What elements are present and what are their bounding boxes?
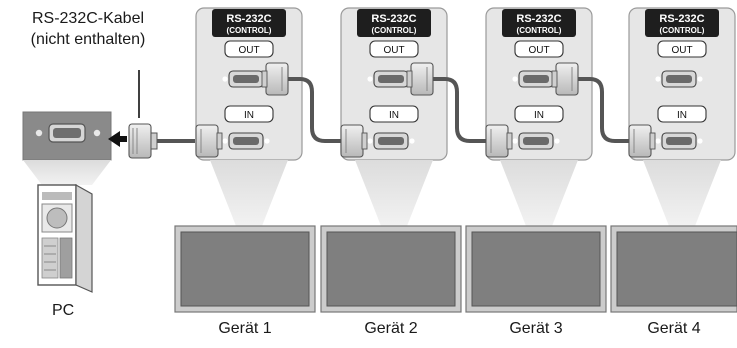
out-label: OUT <box>238 45 259 56</box>
monitor-3 <box>465 225 607 313</box>
device-label-3: Gerät 3 <box>509 320 563 337</box>
port-subtitle: (CONTROL) <box>660 26 705 35</box>
out-port <box>367 70 415 88</box>
in-plug-2 <box>340 124 368 158</box>
device-label-2: Gerät 2 <box>364 320 418 337</box>
beam-2 <box>355 160 433 226</box>
in-plug-4 <box>628 124 656 158</box>
out-label: OUT <box>671 45 692 56</box>
beam-1 <box>210 160 288 226</box>
port-subtitle: (CONTROL) <box>517 26 562 35</box>
out-label: OUT <box>528 45 549 56</box>
in-port <box>367 132 415 150</box>
pc-beam <box>23 160 111 185</box>
out-plug-2 <box>406 62 434 96</box>
in-label: IN <box>244 110 254 121</box>
in-label: IN <box>389 110 399 121</box>
port-panel-3: RS-232C (CONTROL) OUT IN <box>485 7 593 161</box>
arrow-left-icon <box>108 131 127 147</box>
in-plug-1 <box>195 124 223 158</box>
monitor-2 <box>320 225 462 313</box>
port-title: RS-232C <box>516 13 561 25</box>
monitor-4 <box>610 225 737 313</box>
port-title: RS-232C <box>226 13 271 25</box>
cable-label-line2: (nicht enthalten) <box>30 31 146 48</box>
port-subtitle: (CONTROL) <box>227 26 272 35</box>
cable-1-to-2 <box>288 77 345 143</box>
in-port <box>655 132 703 150</box>
out-plug-3 <box>551 62 579 96</box>
in-port <box>222 132 270 150</box>
in-label: IN <box>677 110 687 121</box>
pc-tower <box>37 183 93 293</box>
beam-3 <box>500 160 578 226</box>
out-label: OUT <box>383 45 404 56</box>
beam-4 <box>643 160 721 226</box>
pc-label: PC <box>52 302 75 319</box>
out-port <box>655 70 703 88</box>
cable-label-line1: RS-232C-Kabel <box>31 10 145 27</box>
in-port <box>512 132 560 150</box>
port-panel-4: RS-232C (CONTROL) OUT IN <box>628 7 736 161</box>
pc-back-panel <box>22 111 112 161</box>
device-label-1: Gerät 1 <box>218 320 272 337</box>
out-plug-1 <box>261 62 289 96</box>
port-panel-2: RS-232C (CONTROL) OUT IN <box>340 7 448 161</box>
cable-2-to-3 <box>433 77 490 143</box>
port-subtitle: (CONTROL) <box>372 26 417 35</box>
port-panel-1: RS-232C (CONTROL) OUT IN <box>195 7 303 161</box>
port-title: RS-232C <box>371 13 416 25</box>
out-port <box>222 70 270 88</box>
in-plug-3 <box>485 124 513 158</box>
pc-cable-plug <box>128 123 158 159</box>
monitor-1 <box>174 225 316 313</box>
cable-3-to-4 <box>578 77 633 143</box>
device-label-4: Gerät 4 <box>647 320 701 337</box>
port-title: RS-232C <box>659 13 704 25</box>
in-label: IN <box>534 110 544 121</box>
